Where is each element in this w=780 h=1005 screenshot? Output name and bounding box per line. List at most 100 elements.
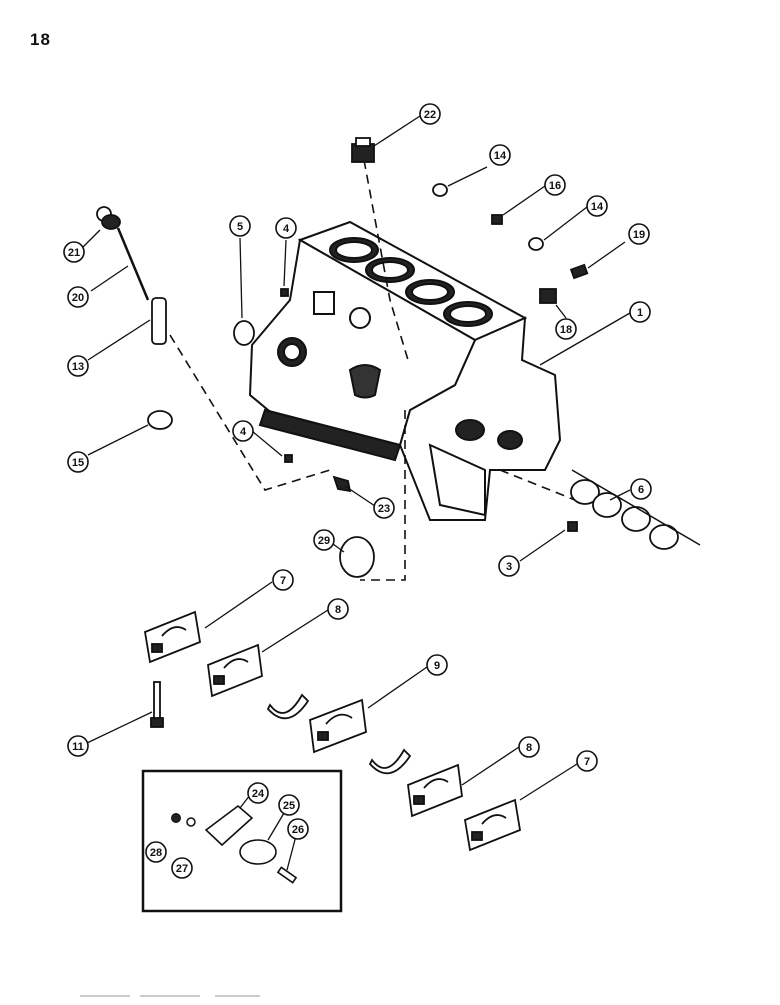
callout-number: 15 [72,457,84,469]
bearing-cap-9 [309,698,367,754]
dowel-pin-upper [280,288,289,297]
hidden-lines [169,159,576,581]
callout-number: 28 [150,847,162,859]
callout-8a: 8 [327,598,349,620]
callout-circle [498,555,520,577]
callout-circle [67,735,89,757]
callout-number: 14 [494,150,507,162]
gasket-25 [239,839,277,865]
callout-number: 5 [237,221,243,233]
callout-circle [63,241,85,263]
callout-19: 19 [628,223,650,245]
dipstick-tube [151,297,167,345]
callout-circle [229,215,251,237]
callout-circle [67,286,89,308]
callout-circle [272,569,294,591]
callout-5: 5 [229,215,251,237]
callout-number: 20 [72,292,84,304]
callout-7a: 7 [272,569,294,591]
callout-number: 4 [240,426,247,438]
bearing-cap-8-upper [207,643,263,698]
callout-number: 8 [526,742,532,754]
dipstick-assembly [96,206,150,301]
callout-1: 1 [629,301,651,323]
callout-11: 11 [67,735,89,757]
callout-circle [67,451,89,473]
callout-number: 14 [591,201,604,213]
pipe-plug [491,214,503,225]
washer-27 [186,817,196,827]
callout-23: 23 [373,497,395,519]
oil-filler-cap [351,137,375,163]
dowel-pin-lower [284,454,293,463]
callout-24: 24 [247,782,269,804]
callout-29: 29 [313,529,335,551]
callout-circle [171,857,193,879]
inset-box [141,769,343,913]
callout-number: 21 [68,247,80,259]
cap-screw-26 [276,866,298,884]
callout-circle [555,318,577,340]
callout-circle [275,217,297,239]
callout-number: 24 [252,788,265,800]
page-number: 18 [30,30,51,49]
callout-25: 25 [278,794,300,816]
callout-number: 11 [72,741,84,753]
callout-circle [287,818,309,840]
callout-circle [247,782,269,804]
callout-number: 13 [72,361,84,373]
cup-plug [233,320,255,346]
callout-number: 16 [549,180,561,192]
callout-circle [518,736,540,758]
bearing-cap-8-lower [407,763,463,818]
callout-circle [544,174,566,196]
thrust-washer-upper [266,693,310,720]
bearing-cap-7-upper [143,610,202,664]
callout-number: 8 [335,604,341,616]
callout-21: 21 [63,241,85,263]
small-plug [567,521,578,532]
drain-cock [332,475,352,493]
callout-27: 27 [171,857,193,879]
callout-8b: 8 [518,736,540,758]
callout-number: 6 [638,484,644,496]
callout-number: 22 [424,109,436,121]
bearing-cap-7-lower [463,798,522,852]
callout-number: 19 [633,229,645,241]
callout-circle [586,195,608,217]
callout-number: 25 [283,800,295,812]
callout-22: 22 [419,103,441,125]
callout-circle [576,750,598,772]
callout-4a: 4 [275,217,297,239]
callout-circle [313,529,335,551]
callout-number: 18 [560,324,572,336]
callout-number: 23 [378,503,390,515]
callout-circle [629,301,651,323]
callout-26: 26 [287,818,309,840]
callout-number: 4 [283,223,290,235]
callout-28: 28 [145,841,167,863]
callout-14b: 14 [586,195,608,217]
cover-plate-24 [204,804,254,847]
fitting [569,263,589,280]
callout-15: 15 [67,451,89,473]
nut-28 [171,813,181,823]
callout-circle [232,420,254,442]
callout-circle [630,478,652,500]
callout-circle [419,103,441,125]
thrust-washer-lower [368,748,412,775]
callout-circle [628,223,650,245]
callout-9: 9 [426,654,448,676]
camshaft-bushings [570,469,701,550]
callout-number: 26 [292,824,304,836]
callout-number: 9 [434,660,440,672]
callout-circle [426,654,448,676]
callout-18: 18 [555,318,577,340]
expansion-plug-lower [528,237,544,251]
callout-14a: 14 [489,144,511,166]
callout-7b: 7 [576,750,598,772]
callout-16: 16 [544,174,566,196]
